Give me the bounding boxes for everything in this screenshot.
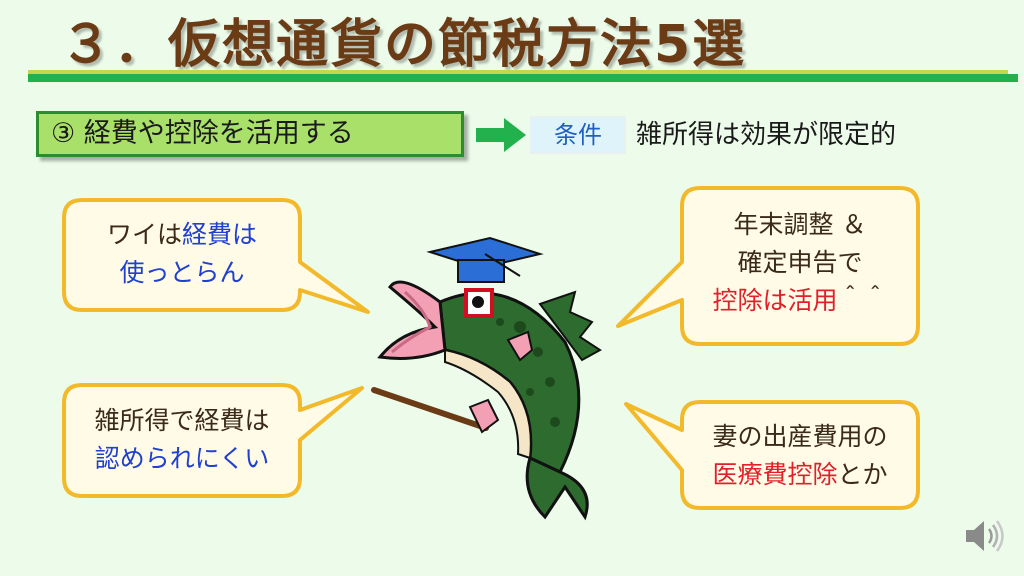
bubble-top-right-text: 年末調整 ＆ 確定申告で 控除は活用＾＾ [712, 210, 888, 315]
bubble-bottom-left [62, 383, 364, 498]
bubble-top-left [62, 198, 370, 314]
bubble-top-right [616, 186, 920, 346]
bass-fish-mascot [371, 236, 602, 521]
slide-title: ３．仮想通貨の節税方法5選 [60, 15, 747, 75]
bubble-top-left-text: ワイは経費は 使っとらん [106, 220, 258, 287]
right-arrow-icon [476, 118, 526, 152]
speaker-icon[interactable] [962, 516, 1008, 556]
bubble-bottom-left-text: 雑所得で経費は 認められにくい [94, 406, 270, 473]
bubble-bottom-right-text: 妻の出産費用の 医療費控除とか [712, 422, 888, 489]
point-heading-box: ③ 経費や控除を活用する [36, 111, 464, 157]
title-underline [28, 74, 1018, 82]
condition-text: 雑所得は効果が限定的 [636, 120, 897, 150]
title-underline-light [28, 70, 1008, 74]
condition-tag: 条件 [530, 116, 626, 154]
bubble-bottom-right [624, 400, 920, 510]
